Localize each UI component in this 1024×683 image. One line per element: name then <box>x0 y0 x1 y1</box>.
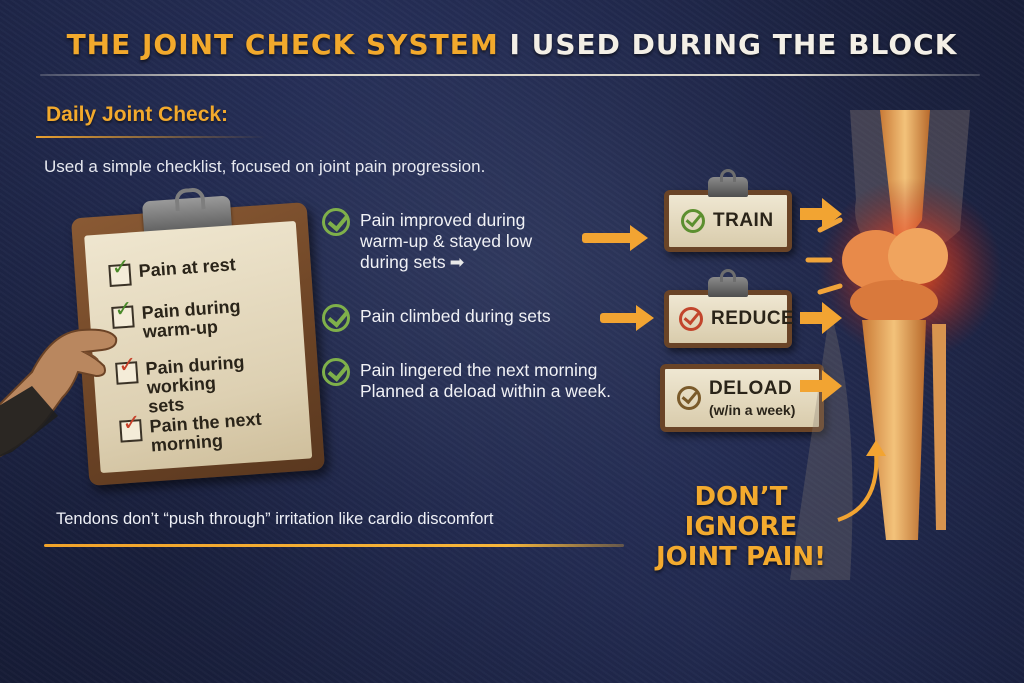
footer-divider <box>44 544 624 547</box>
checklist-item-label: Pain during working sets <box>144 351 246 417</box>
arrow-right-icon <box>800 198 842 230</box>
curved-arrow-icon <box>837 440 886 522</box>
arrow-right-icon <box>800 302 842 334</box>
title-divider <box>40 74 980 76</box>
statement-text: Planned a deload within a week. <box>360 381 612 401</box>
check-circle-icon <box>677 386 701 410</box>
statement-row: Pain improved during warm-up & stayed lo… <box>322 208 533 273</box>
clipboard: ✓ Pain at rest ✓ Pain during warm-up ✓ P… <box>70 195 326 486</box>
action-deload: DELOAD (w/in a week) <box>660 364 824 432</box>
action-label: TRAIN <box>713 210 774 231</box>
check-circle-icon <box>322 208 350 236</box>
statement-row: Pain lingered the next morning Planned a… <box>322 358 612 402</box>
checklist-item-label: Pain during warm-up <box>140 295 242 342</box>
check-circle-icon <box>322 304 350 332</box>
action-label: DELOAD <box>709 378 793 399</box>
warning-line: JOINT PAIN! <box>655 542 827 572</box>
title-accent: THE JOINT CHECK SYSTEM <box>66 28 499 61</box>
checklist-item-label: Pain at rest <box>138 254 237 281</box>
arrow-right-icon <box>800 370 842 402</box>
check-circle-icon <box>679 307 703 331</box>
arrows-to-knee <box>800 198 842 402</box>
statement-row: Pain climbed during sets <box>322 304 551 332</box>
warning-line: DON’T IGNORE <box>684 482 798 542</box>
page-title: THE JOINT CHECK SYSTEM I USED DURING THE… <box>0 28 1024 61</box>
section-heading: Daily Joint Check: <box>46 103 229 126</box>
action-label: REDUCE <box>711 308 795 329</box>
statement-text: Pain lingered the next morning <box>360 360 598 380</box>
statement-text: Pain climbed during sets <box>360 306 551 326</box>
statement-text: during sets <box>360 252 446 272</box>
checklist-item: ✓ Pain at rest <box>108 254 237 288</box>
arrow-right-icon <box>582 225 648 251</box>
check-circle-icon <box>681 209 705 233</box>
title-rest: I USED DURING THE BLOCK <box>509 28 958 61</box>
clip-icon <box>708 269 748 297</box>
arrow-right-icon: ➡ <box>449 252 465 272</box>
clip-icon <box>708 169 748 197</box>
checkbox-icon: ✓ <box>111 295 135 329</box>
statement-text: Pain improved during <box>360 210 526 230</box>
action-train: TRAIN <box>664 169 792 252</box>
subtitle: Used a simple checklist, focused on join… <box>44 157 486 176</box>
action-sublabel: (w/in a week) <box>709 402 796 418</box>
checkbox-icon: ✓ <box>119 409 143 443</box>
check-circle-icon <box>322 358 350 386</box>
action-reduce: REDUCE <box>664 269 795 348</box>
checkbox-icon: ✓ <box>108 254 132 288</box>
checklist-item-label: Pain the next morning <box>148 408 263 456</box>
checkbox-icon: ✓ <box>115 351 139 385</box>
warning-callout: DON’T IGNORE JOINT PAIN! <box>646 482 836 572</box>
statement-text: warm-up & stayed low <box>360 231 533 251</box>
footer-note: Tendons don’t “push through” irritation … <box>56 510 494 528</box>
clipboard-paper: ✓ Pain at rest ✓ Pain during warm-up ✓ P… <box>84 220 313 474</box>
knee-joint-illustration <box>790 110 1002 580</box>
heading-underline <box>36 136 266 138</box>
arrow-right-icon <box>600 305 654 331</box>
checklist-item: ✓ Pain during warm-up <box>111 295 243 344</box>
